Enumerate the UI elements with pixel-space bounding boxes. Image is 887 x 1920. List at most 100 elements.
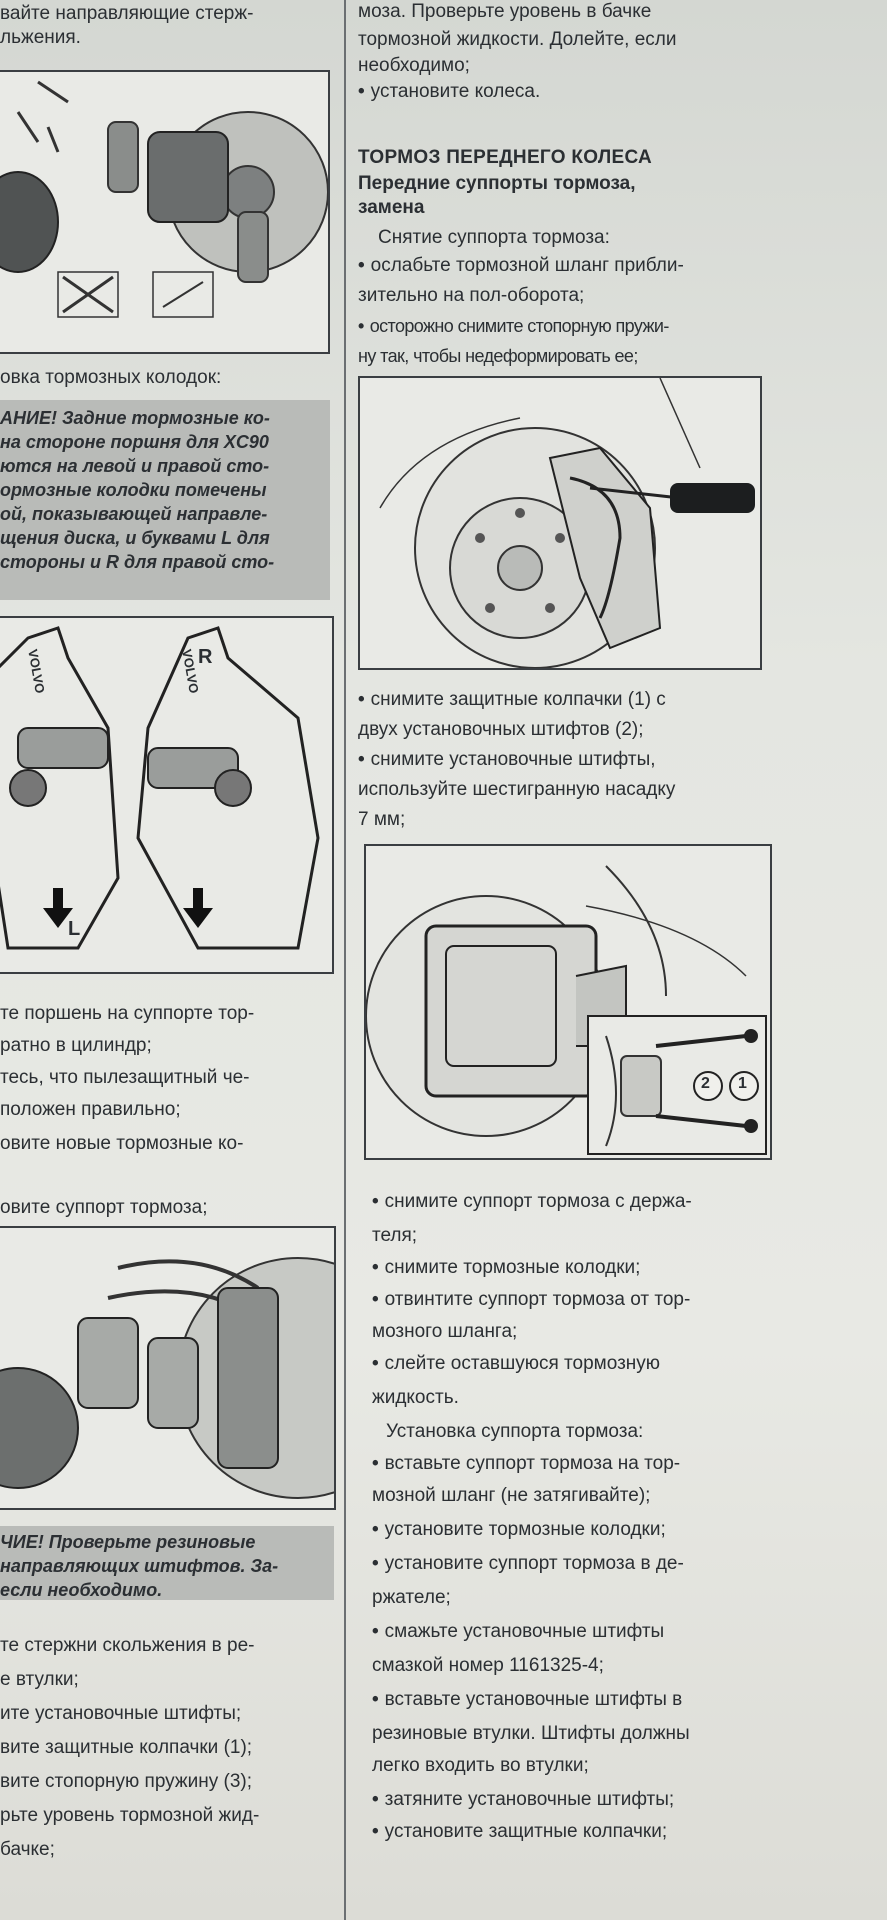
bullet-icon: • [372,1353,379,1374]
warning-line: ЧИЕ! Проверьте резиновые [0,1532,256,1552]
bullet-icon: • [358,316,364,336]
text-line: те поршень на суппорте тор- [0,1003,255,1024]
text-line: те стержни скольжения в ре- [0,1635,255,1656]
bullet-line: •затяните установочные штифты; [372,1788,674,1812]
bullet-text: смажьте установочные штифты [384,1621,665,1642]
bullet-line: •снимите защитные колпачки (1) с [358,688,666,712]
text-line: бачке; [0,1839,55,1860]
bullet-icon: • [358,689,365,710]
procedure-title: Снятие суппорта тормоза: [378,227,610,248]
callout-1: 1 [738,1075,747,1092]
text-line: теля; [372,1225,418,1246]
bullet-icon: • [372,1689,379,1710]
section-heading: ТОРМОЗ ПЕРЕДНЕГО КОЛЕСА [358,147,653,168]
text-line: мозного шланга; [372,1321,518,1342]
bullet-icon: • [372,1191,379,1212]
text-line: вите стопорную пружину (3); [0,1771,252,1792]
bullet-text: ослабьте тормозной шланг прибли- [370,255,684,276]
right-column: моза. Проверьте уровень в бачке тормозно… [350,0,780,1920]
bullet-line: •установите защитные колпачки; [372,1820,667,1844]
bullet-line: •установите суппорт тормоза в де- [372,1552,684,1576]
left-column: вайте направляющие стерж- льжения. овка [0,0,340,1920]
bullet-text: установите тормозные колодки; [384,1519,666,1540]
bullet-text: снимите установочные штифты, [370,749,656,770]
bullet-text: слейте оставшуюся тормозную [384,1353,661,1374]
text-line: ите установочные штифты; [0,1703,242,1724]
text-line: льжения. [0,27,81,48]
bullet-line: •отвинтите суппорт тормоза от тор- [372,1288,690,1312]
bullet-line: •осторожно снимите стопорную пружи- [358,314,669,338]
warning-line: стороны и R для правой сто- [0,552,275,572]
text-line: необходимо; [358,55,470,76]
text-line: овите новые тормозные ко- [0,1133,244,1154]
warning-line: АНИЕ! Задние тормозные ко- [0,408,270,428]
bullet-icon: • [372,1621,379,1642]
pad-side-r: R [198,646,213,668]
bullet-icon: • [372,1289,379,1310]
bullet-icon: • [372,1789,379,1810]
warning-line: ой, показывающей направле- [0,504,268,524]
text-line: вите защитные колпачки (1); [0,1737,253,1758]
bullet-line: •ослабьте тормозной шланг прибли- [358,254,684,278]
bullet-line: •вставьте установочные штифты в [372,1688,682,1712]
bullet-text: снимите суппорт тормоза с держа- [384,1191,692,1212]
caliper-pins-figure: 2 1 [364,844,772,1160]
caliper-install-figure [0,1226,336,1510]
text-line: резиновые втулки. Штифты должны [372,1723,690,1744]
bullet-text: установите суппорт тормоза в де- [384,1553,684,1574]
text-line: ратно в цилиндр; [0,1035,152,1056]
pad-side-l: L [68,918,81,940]
text-line: ну так, чтобы недеформировать ее; [358,346,638,366]
bullet-icon: • [358,255,365,276]
bullet-line: •снимите тормозные колодки; [372,1256,640,1280]
bullet-line: •снимите суппорт тормоза с держа- [372,1190,692,1214]
text-line: овка тормозных колодок: [0,367,222,388]
bullet-line: •слейте оставшуюся тормозную [372,1352,660,1376]
bullet-text: снимите защитные колпачки (1) с [370,689,666,710]
text-line: мозной шланг (не затягивайте); [372,1485,651,1506]
warning-line: если необходимо. [0,1580,163,1600]
text-line: овите суппорт тормоза; [0,1197,208,1218]
bullet-text: установите колеса. [370,81,541,102]
bullet-text: осторожно снимите стопорную пружи- [369,316,670,336]
text-line: е втулки; [0,1669,79,1690]
text-line: смазкой номер 1161325-4; [372,1655,604,1676]
text-line: зительно на пол-оборота; [358,285,585,306]
text-line: тесь, что пылезащитный че- [0,1067,250,1088]
bullet-icon: • [372,1453,379,1474]
procedure-title: Установка суппорта тормоза: [386,1421,644,1442]
text-line: положен правильно; [0,1099,181,1120]
bullet-line: •снимите установочные штифты, [358,748,656,772]
text-line: жидкость. [372,1387,459,1408]
subsection-heading: Передние суппорты тормоза, [358,173,636,194]
warning-line: щения диска, и буквами L для [0,528,270,548]
brake-exploded-figure [0,70,330,354]
bullet-line: •смажьте установочные штифты [372,1620,664,1644]
subsection-heading: замена [358,197,425,218]
bullet-line: •вставьте суппорт тормоза на тор- [372,1452,680,1476]
warning-line: на стороне поршня для XC90 [0,432,269,452]
bullet-icon: • [358,81,365,102]
text-line: легко входить во втулки; [372,1755,589,1776]
text-line: тормозной жидкости. Долейте, если [358,29,677,50]
text-line: моза. Проверьте уровень в бачке [358,1,652,22]
text-line: двух установочных штифтов (2); [358,719,644,740]
bullet-line: •установите колеса. [358,80,540,104]
text-line: используйте шестигранную насадку [358,779,676,800]
bullet-icon: • [372,1257,379,1278]
bullet-text: установите защитные колпачки; [384,1821,668,1842]
bullet-text: отвинтите суппорт тормоза от тор- [384,1289,691,1310]
brake-pads-figure: VOLVO VOLVO L R [0,616,334,974]
text-line: 7 мм; [358,809,406,830]
text-line: ржателе; [372,1587,451,1608]
bullet-text: снимите тормозные колодки; [384,1257,641,1278]
bullet-icon: • [372,1519,379,1540]
text-line: вайте направляющие стерж- [0,3,254,24]
bullet-line: •установите тормозные колодки; [372,1518,666,1542]
column-divider [344,0,346,1920]
bullet-text: затяните установочные штифты; [384,1789,675,1810]
caliper-spring-figure [358,376,762,670]
warning-line: ормозные колодки помечены [0,480,267,500]
text-line: рьте уровень тормозной жид- [0,1805,260,1826]
